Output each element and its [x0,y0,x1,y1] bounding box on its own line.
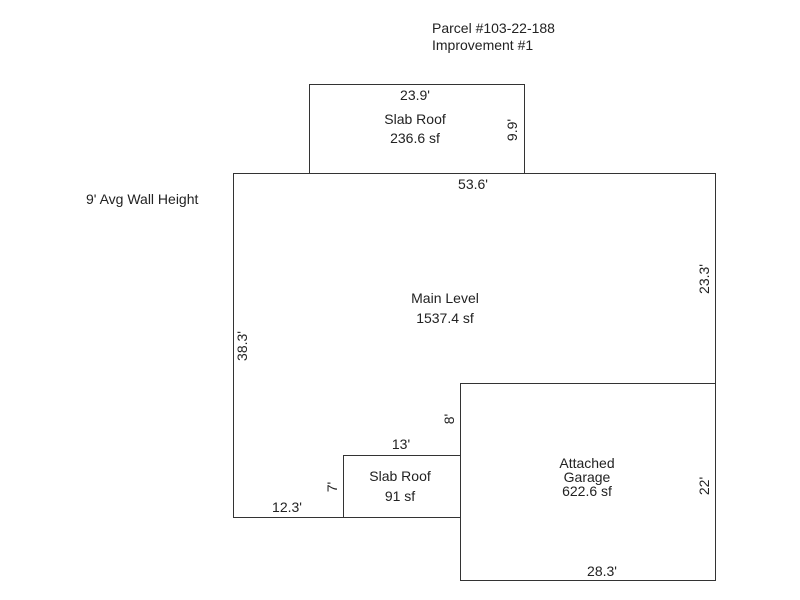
main-level-bottom-dimension: 12.3' [272,499,302,515]
main-level-left-dimension: 38.3' [234,331,250,361]
main-level-outline [233,173,716,518]
slab-roof-top-area: 236.6 sf [390,130,440,146]
garage-area: 622.6 sf [562,483,612,499]
slab-roof-bottom-width-dimension: 13' [391,436,411,452]
slab-roof-top-width-dimension: 23.9' [400,87,430,103]
slab-roof-top-height-dimension: 9.9' [504,118,520,142]
slab-roof-bottom-area: 91 sf [384,488,416,504]
slab-roof-bottom-name: Slab Roof [369,468,431,484]
main-level-name: Main Level [411,290,479,306]
main-level-notch-dimension: 8' [441,413,457,425]
parcel-number: Parcel #103-22-188 [432,20,555,36]
wall-height-note: 9' Avg Wall Height [86,191,199,207]
main-level-top-dimension: 53.6' [458,176,488,192]
slab-roof-bottom-height-dimension: 7' [324,481,340,493]
garage-right-dimension: 22' [696,476,712,496]
slab-roof-top-name: Slab Roof [384,111,446,127]
slab-roof-bottom-outline [343,455,461,518]
main-level-area: 1537.4 sf [416,310,474,326]
garage-name-line1: Attached [559,455,615,471]
improvement-number: Improvement #1 [432,37,534,53]
main-level-right-dimension: 23.3' [696,264,712,294]
garage-bottom-dimension: 28.3' [587,563,617,579]
garage-name-line2: Garage [563,469,611,485]
